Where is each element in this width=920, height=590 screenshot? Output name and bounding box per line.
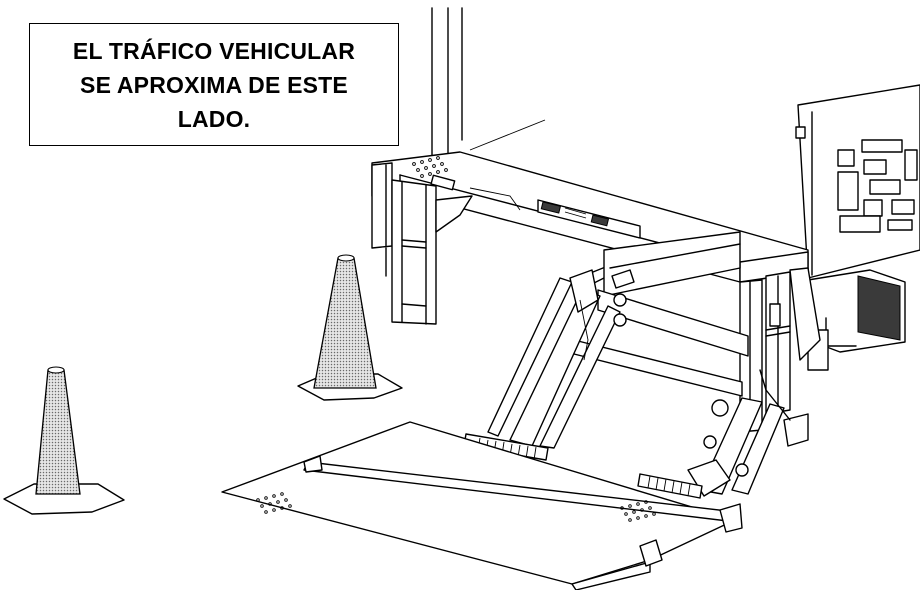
beam-perforations	[412, 156, 448, 178]
torsion-springs	[463, 433, 703, 499]
traffic-warning-box: EL TRÁFICO VEHICULAR SE APROXIMA DE ESTE…	[29, 23, 399, 146]
traffic-cone-icon	[3, 366, 125, 515]
lift-mechanism	[487, 231, 791, 497]
warning-line-1: EL TRÁFICO VEHICULAR	[72, 37, 356, 64]
truck-side-panels	[795, 126, 918, 233]
warning-line-3: LADO.	[177, 105, 251, 132]
left-column	[371, 162, 473, 325]
truck-body	[431, 7, 920, 279]
liftgate-platform	[221, 421, 743, 590]
warning-line-2: SE APROXIMA DE ESTE	[80, 71, 348, 98]
platform-perforations-left	[256, 492, 292, 514]
traffic-cone-icon	[297, 254, 403, 401]
traffic-warning-text: EL TRÁFICO VEHICULAR SE APROXIMA DE ESTE…	[73, 34, 355, 136]
platform-perforations-right	[620, 500, 656, 522]
pump-box	[807, 269, 906, 371]
beam-labels	[537, 199, 641, 239]
